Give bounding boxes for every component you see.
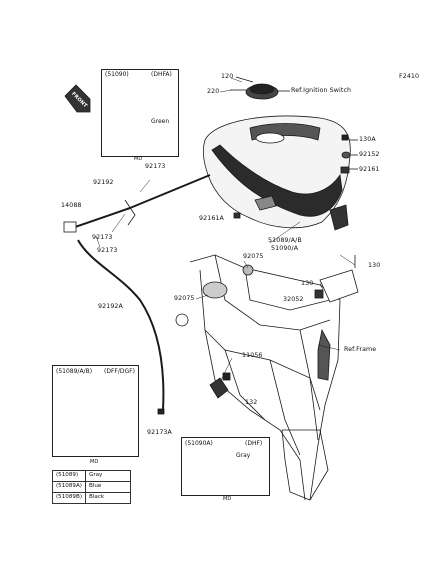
inset-top-footer: MD xyxy=(134,156,143,162)
part-92075-lower[interactable]: 92075 xyxy=(174,295,195,302)
part-51090-a[interactable]: 51090/A xyxy=(271,245,299,252)
part-132[interactable]: 132 xyxy=(245,399,258,406)
part-92161a[interactable]: 92161A xyxy=(199,215,224,222)
front-arrow-icon xyxy=(64,84,91,113)
inset-right-color: Gray xyxy=(236,452,251,459)
bolt-130a xyxy=(341,134,349,141)
color-part: (51089) xyxy=(52,470,86,482)
color-table: (51089)Gray (51089A)Blue (51089B)Black xyxy=(52,470,131,504)
color-part: (51089A) xyxy=(52,481,86,493)
part-92161[interactable]: 92161 xyxy=(359,166,380,173)
inset-51089-dff-dgf xyxy=(52,365,139,457)
inset-left-part: (51089/A/B) xyxy=(56,368,93,375)
color-row: (51089B)Black xyxy=(52,492,131,504)
part-92075-upper[interactable]: 92075 xyxy=(243,253,264,260)
figure-id: F2410 xyxy=(399,73,420,80)
color-name: Black xyxy=(85,492,131,504)
damper-92161a xyxy=(233,212,241,219)
part-51089-a-b[interactable]: 51089/A/B xyxy=(268,237,302,244)
clamp-92173a xyxy=(157,408,165,415)
fuel-cap xyxy=(230,76,290,100)
color-name: Blue xyxy=(85,481,131,493)
inset-right-part: (51090A) xyxy=(185,440,213,447)
inset-right-footer: MD xyxy=(223,496,232,502)
inset-right-model: (DHF) xyxy=(245,440,263,447)
ref-ignition-switch[interactable]: Ref.Ignition Switch xyxy=(291,87,352,94)
damper-92152 xyxy=(341,151,351,159)
part-220[interactable]: 220 xyxy=(207,88,220,95)
color-part: (51089B) xyxy=(52,492,86,504)
hose-92192 xyxy=(71,174,211,229)
part-14088[interactable]: 14088 xyxy=(61,202,82,209)
part-32052[interactable]: 32052 xyxy=(283,296,304,303)
inset-51090-dhfa xyxy=(101,69,179,157)
inset-left-footer: MD xyxy=(90,459,99,465)
color-row: (51089)Gray xyxy=(52,470,131,482)
part-120[interactable]: 120 xyxy=(221,73,234,80)
part-92173-mid[interactable]: 92173 xyxy=(92,234,113,241)
fuel-tank xyxy=(202,115,351,231)
inset-top-model: (DHFA) xyxy=(151,71,172,78)
inset-51090a-dhf xyxy=(181,437,270,496)
inset-top-part: (51090) xyxy=(105,71,129,78)
part-130a[interactable]: 130A xyxy=(359,136,376,143)
part-130-right[interactable]: 130 xyxy=(368,262,381,269)
ref-frame[interactable]: Ref.Frame xyxy=(344,346,377,353)
part-92173a[interactable]: 92173A xyxy=(147,429,172,436)
inset-left-model: (DFF/DGF) xyxy=(104,368,135,375)
inset-top-color: Green xyxy=(151,118,170,125)
color-name: Gray xyxy=(85,470,131,482)
part-92173-top[interactable]: 92173 xyxy=(145,163,166,170)
part-92192[interactable]: 92192 xyxy=(93,179,114,186)
clamp-14088 xyxy=(63,221,77,233)
part-130-mid[interactable]: 130 xyxy=(301,280,314,287)
damper-92161 xyxy=(340,166,350,174)
part-11056[interactable]: 11056 xyxy=(242,352,263,359)
damper-92075-upper xyxy=(242,264,254,276)
frame xyxy=(175,254,359,501)
color-row: (51089A)Blue xyxy=(52,481,131,493)
part-92173-low[interactable]: 92173 xyxy=(97,247,118,254)
part-92192a[interactable]: 92192A xyxy=(98,303,123,310)
part-92152[interactable]: 92152 xyxy=(359,151,380,158)
hose-92192a xyxy=(77,239,165,411)
damper-92075-lower xyxy=(175,313,189,327)
